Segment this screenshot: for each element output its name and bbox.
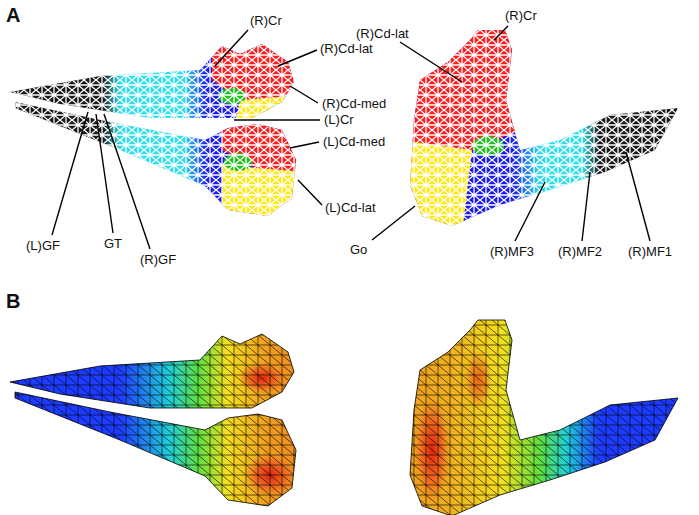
part-label: (L)Cd-med [323, 134, 385, 150]
part-label: (R)MF3 [490, 244, 534, 260]
part-label: (R)Cr [505, 8, 537, 24]
part-label: (R)GF [140, 252, 176, 268]
part-label: GT [104, 236, 122, 252]
panel-letter: B [6, 290, 20, 312]
part-label: (R)MF1 [628, 244, 672, 260]
part-label: Go [350, 242, 367, 258]
part-label: (R)Cd-lat [320, 41, 373, 57]
leader-lines [52, 26, 650, 249]
part-label: (L)Cr [324, 112, 354, 128]
part-label: (R)Cr [250, 13, 282, 29]
part-label: (R)Cd-lat [356, 26, 409, 42]
part-label: (L)Cd-lat [325, 200, 376, 216]
part-label: (R)Cd-med [322, 96, 386, 112]
part-label: (R)MF2 [558, 244, 602, 260]
part-label: (L)GF [26, 238, 60, 254]
panel-letter: A [6, 4, 20, 26]
